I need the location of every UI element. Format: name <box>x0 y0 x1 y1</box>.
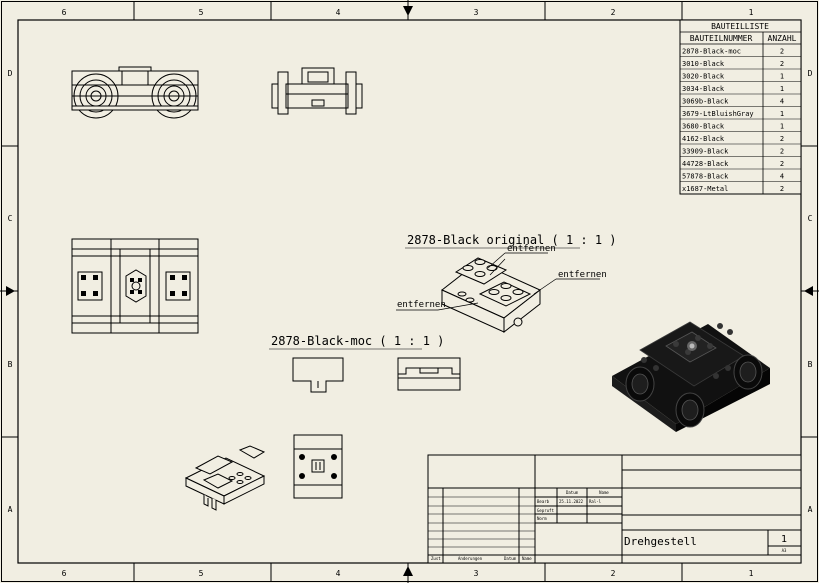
view-moc-front <box>292 357 344 393</box>
parts-list-quantity: 2 <box>780 48 784 56</box>
parts-list-part-number: 33909-Black <box>682 148 729 156</box>
parts-list-part-number: 44728-Black <box>682 160 729 168</box>
parts-list-quantity: 2 <box>780 60 784 68</box>
row-labels-left: D C B A <box>8 69 13 514</box>
view-label-moc: 2878-Black-moc ( 1 : 1 ) <box>271 334 444 348</box>
parts-list-quantity: 2 <box>780 160 784 168</box>
title-block-drawn-name: Ral-l <box>589 499 602 504</box>
col-label: 1 <box>749 8 754 17</box>
title-block-name-label: Name <box>522 556 532 561</box>
parts-list-part-number: x1687-Metal <box>682 185 728 193</box>
parts-list-part-number: 3034-Black <box>682 85 725 93</box>
title-block-drawn-date: 25.11.2022 <box>559 499 584 504</box>
title-block-checked-label: Gepruft <box>537 508 554 513</box>
col-label: 2 <box>611 569 616 578</box>
row-label: B <box>808 360 813 369</box>
parts-list-quantity: 4 <box>780 173 784 181</box>
col-label: 4 <box>336 569 341 578</box>
row-labels-right: D C B A <box>808 69 813 514</box>
view-moc-isometric <box>184 445 266 511</box>
parts-list-quantity: 1 <box>780 110 784 118</box>
title-block-name-header: Name <box>599 490 609 495</box>
parts-list-part-number: 3069b-Black <box>682 98 729 106</box>
parts-list-header-part: BAUTEILNUMMER <box>690 34 753 43</box>
view-front-top-left <box>71 66 199 119</box>
annotation-remove: entfernen <box>397 300 446 310</box>
parts-list-quantity: 1 <box>780 85 784 93</box>
parts-list-part-number: 2878-Black-moc <box>682 48 741 56</box>
col-label: 3 <box>474 569 479 578</box>
view-moc-top <box>293 434 343 499</box>
column-labels-bottom: 6 5 4 3 2 1 <box>62 569 754 578</box>
title-block-date-label: Datum <box>504 556 517 561</box>
drawing-title: Drehgestell <box>624 535 697 548</box>
parts-list-part-number: 3680-Black <box>682 123 725 131</box>
col-label: 6 <box>62 569 67 578</box>
title-block <box>427 454 802 564</box>
col-label: 3 <box>474 8 479 17</box>
sheet-format: A3 <box>782 548 787 553</box>
parts-list-part-number: 4162-Black <box>682 135 725 143</box>
view-original-isometric <box>441 257 541 334</box>
parts-list-frame <box>679 19 802 195</box>
sheet-number: 1 <box>781 534 787 545</box>
parts-list-part-number: 57878-Black <box>682 173 729 181</box>
title-block-date-header: Datum <box>566 490 579 495</box>
col-label: 5 <box>199 8 204 17</box>
title-block-drawn-label: Bearb <box>537 499 550 504</box>
parts-list-quantity: 2 <box>780 148 784 156</box>
parts-list-rows: 2878-Black-moc 2 3010-Black 2 3020-Black 1 303… <box>682 48 784 194</box>
col-label: 4 <box>336 8 341 17</box>
parts-list[interactable]: BAUTEILLISTE BAUTEILNUMMER ANZAHL 2878-B… <box>679 19 802 195</box>
parts-list-quantity: 2 <box>780 185 784 193</box>
row-label: C <box>8 214 13 223</box>
parts-list-header-qty: ANZAHL <box>768 34 797 43</box>
view-shaded-isometric <box>612 321 770 432</box>
row-label: A <box>808 505 813 514</box>
parts-list-part-number: 3679-LtBluishGray <box>682 110 754 118</box>
row-label: D <box>8 69 13 78</box>
col-label: 2 <box>611 8 616 17</box>
col-label: 1 <box>749 569 754 578</box>
annotation-remove: entfernen <box>507 244 556 254</box>
title-block-state-label: Zust <box>431 556 441 561</box>
column-labels-top: 6 5 4 3 2 1 <box>62 8 754 17</box>
view-moc-top-studs <box>299 454 337 479</box>
parts-list-quantity: 1 <box>780 123 784 131</box>
parts-list-part-number: 3010-Black <box>682 60 725 68</box>
col-label: 6 <box>62 8 67 17</box>
title-block-norm-label: Norm <box>537 516 547 521</box>
view-label-original: 2878-Black original ( 1 : 1 ) <box>407 233 617 247</box>
col-label: 5 <box>199 569 204 578</box>
parts-list-quantity: 4 <box>780 98 784 106</box>
view-original-leaders <box>396 252 600 311</box>
row-label: C <box>808 214 813 223</box>
view-top-left-middle <box>71 238 199 334</box>
view-top-left-studs <box>81 275 187 296</box>
annotation-remove: entfernen <box>558 270 607 280</box>
parts-list-quantity: 1 <box>780 73 784 81</box>
parts-list-part-number: 3020-Black <box>682 73 725 81</box>
view-side-top <box>271 67 363 115</box>
view-moc-side <box>397 357 461 391</box>
row-label: D <box>808 69 813 78</box>
title-block-revision-lines <box>428 496 535 548</box>
row-label: B <box>8 360 13 369</box>
title-block-changes-label: Anderungen <box>458 556 483 561</box>
parts-list-title: BAUTEILLISTE <box>711 22 769 31</box>
row-label: A <box>8 505 13 514</box>
parts-list-quantity: 2 <box>780 135 784 143</box>
